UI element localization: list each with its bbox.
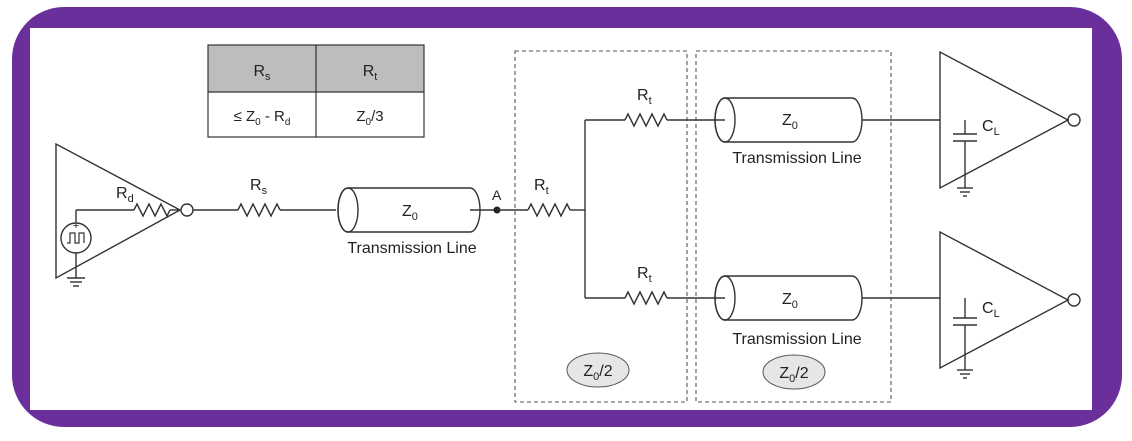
receiver-bottom: CL — [939, 230, 1081, 379]
source-plus-label: + — [73, 220, 79, 232]
resistor-rd-icon — [133, 202, 171, 218]
receiver-bottom-bubble — [1067, 293, 1081, 307]
resistor-rt-bottom-icon — [624, 290, 668, 306]
dashed-box-left — [514, 50, 688, 403]
label-rd: Rd — [116, 185, 134, 205]
white-panel — [30, 28, 1092, 410]
resistor-rt-top-icon — [624, 112, 668, 128]
label-z0-bottom: Z0 — [782, 291, 798, 311]
driver-buffer: + - Rd — [55, 142, 194, 287]
label-transmission-line-main: Transmission Line — [347, 240, 476, 257]
label-rt-bottom: Rt — [637, 265, 652, 285]
label-transmission-line-bottom: Transmission Line — [732, 331, 861, 348]
table-header-rs: Rs — [253, 63, 271, 83]
top-transmission-line: Z0 Transmission Line — [714, 97, 940, 167]
label-z0-main: Z0 — [402, 203, 418, 223]
label-z0-top: Z0 — [782, 112, 798, 132]
table-header-rt: Rt — [363, 63, 378, 83]
svg-text:Z0/2: Z0/2 — [583, 363, 612, 383]
node-a-label: A — [492, 187, 502, 203]
label-rs: Rs — [250, 177, 268, 197]
resistor-rs-icon — [237, 202, 281, 218]
table-cell-rt: Z0/3 — [356, 108, 383, 128]
label-cl-bottom: CL — [982, 300, 1000, 320]
resistor-rt-main-icon — [527, 202, 571, 218]
bottom-transmission-line: Z0 Transmission Line — [714, 275, 940, 348]
impedance-badge-left: Z0/2 — [566, 352, 630, 388]
label-rt-main: Rt — [534, 177, 549, 197]
impedance-badge-right: Z0/2 — [762, 354, 826, 390]
driver-triangle-icon — [55, 142, 182, 280]
receiver-top: CL — [939, 50, 1081, 197]
ground-top-icon — [957, 187, 973, 197]
label-rt-top: Rt — [637, 87, 652, 107]
svg-text:Z0/2: Z0/2 — [779, 365, 808, 385]
ground-icon — [67, 277, 85, 287]
main-transmission-line: Z0 Transmission Line — [337, 187, 497, 257]
receiver-bottom-triangle-icon — [939, 230, 1070, 370]
receiver-top-bubble — [1067, 113, 1081, 127]
termination-table: Rs Rt ≤ Z0 - Rd Z0/3 — [207, 44, 425, 138]
ground-bottom-icon — [957, 369, 973, 379]
receiver-top-triangle-icon — [939, 50, 1070, 190]
label-cl-top: CL — [982, 118, 1000, 138]
table-cell-rs: ≤ Z0 - Rd — [234, 108, 291, 128]
label-transmission-line-top: Transmission Line — [732, 150, 861, 167]
